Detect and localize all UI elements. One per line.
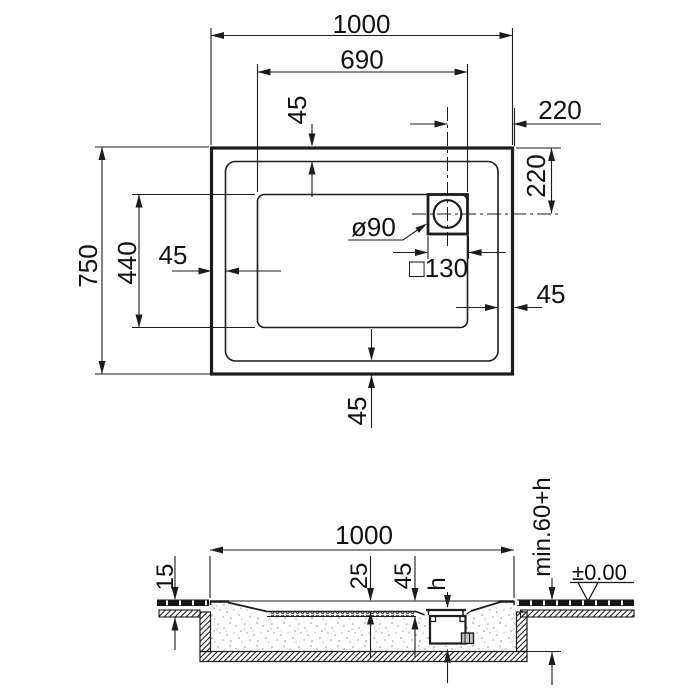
dim-label-45-section: 45: [390, 563, 417, 590]
basin-floor-band: [267, 611, 416, 618]
floor-pit: [199, 611, 528, 663]
dim-label-45-bottom: 45: [342, 397, 372, 426]
dim-label-25: 25: [346, 563, 373, 590]
dim-label-45-top: 45: [282, 96, 312, 125]
dim-basin-depth: 440: [112, 193, 255, 329]
section-view: 1000 15 25 45: [152, 477, 635, 685]
dim-overall-width: 1000: [210, 9, 514, 145]
dim-tray-height: 45: [390, 556, 419, 658]
dim-pit-depth: min.60+h: [527, 477, 561, 685]
tray-outer-rim: [209, 146, 515, 376]
tray-inner-rim: [224, 160, 499, 362]
dim-drain-offset-right: 220: [516, 147, 561, 214]
dim-label-h: h: [424, 577, 451, 590]
dim-label-min60h: min.60+h: [529, 477, 556, 576]
dim-label-750: 750: [73, 244, 103, 287]
level-mark: ±0.00: [570, 560, 634, 603]
dim-label-45-left: 45: [159, 240, 188, 270]
dim-overall-depth: 750: [73, 146, 222, 375]
dim-basin-recess: 25: [346, 556, 374, 658]
dim-label-section-1000: 1000: [335, 520, 393, 550]
floor-right: [517, 599, 635, 618]
dim-drain-offset-top: 220: [410, 95, 601, 146]
dim-drain-square: □130: [393, 236, 506, 283]
dim-label-440: 440: [112, 241, 142, 284]
dim-label-220-right: 220: [521, 154, 551, 197]
dim-label-220-top: 220: [538, 95, 581, 125]
dim-drain-height: h: [424, 577, 451, 683]
dim-label-45-right: 45: [537, 279, 566, 309]
mortar-bed: [211, 603, 516, 652]
dim-label-690: 690: [340, 45, 383, 75]
tray-basin: [256, 193, 469, 329]
level-label: ±0.00: [572, 560, 627, 585]
drain-center-lines: [412, 107, 561, 248]
dim-label-15: 15: [152, 564, 179, 591]
dim-floor-buildup: 15: [152, 556, 179, 650]
drain-outlet-stub: [460, 632, 475, 645]
dim-label-diameter-90: ø90: [351, 212, 396, 242]
dim-drain-diameter: ø90: [348, 212, 427, 242]
dim-label-1000: 1000: [333, 9, 391, 39]
dim-section-width: 1000: [209, 520, 515, 598]
dim-basin-width: 690: [256, 45, 469, 192]
dim-rim-bottom: 45: [342, 329, 375, 428]
dim-rim-top: 45: [282, 96, 316, 197]
level-triangle-icon: [576, 581, 600, 603]
dim-rim-right: 45: [456, 279, 565, 311]
dim-label-square-130: □130: [409, 253, 468, 283]
drain-trap: [424, 608, 475, 645]
top-view: 1000 690 220 220: [73, 9, 601, 428]
dim-rim-left: 45: [159, 240, 281, 275]
tray-profile: [209, 600, 515, 616]
